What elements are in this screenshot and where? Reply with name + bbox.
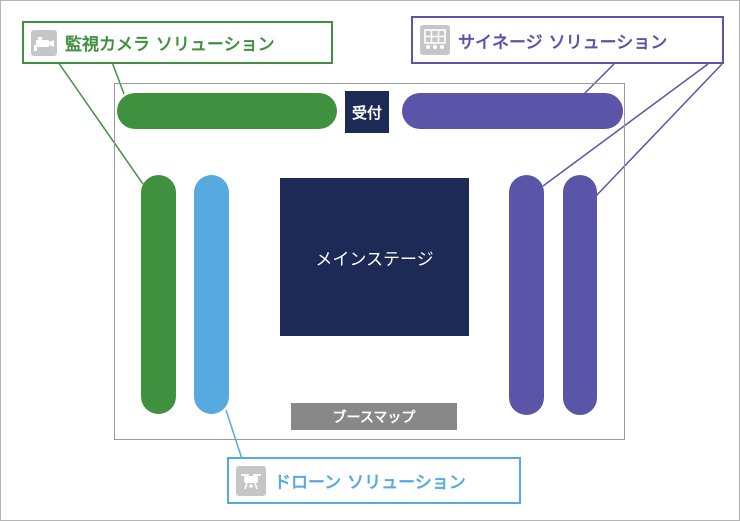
- signage-zone-right-outer: [563, 175, 597, 415]
- camera-zone-top: [117, 93, 337, 129]
- reception-box: 受付: [345, 91, 389, 133]
- main-stage-label: メインステージ: [315, 249, 434, 270]
- booth-map-label: ブースマップ: [332, 409, 416, 426]
- drone-zone: [194, 175, 229, 414]
- drone-icon: [236, 465, 266, 496]
- camera-solution-callout: 監視カメラ ソリューション: [22, 21, 333, 64]
- signage-zone-right-inner: [509, 175, 544, 415]
- booth-map: ブースマップ: [291, 403, 457, 430]
- reception-label: 受付: [351, 103, 382, 122]
- main-stage: メインステージ: [280, 178, 469, 336]
- camera-icon: [31, 29, 57, 56]
- signage-icon: [420, 25, 450, 55]
- camera-zone-left: [141, 175, 176, 414]
- signage-solution-callout: サイネージ ソリューション: [411, 16, 724, 64]
- drone-solution-callout: ドローン ソリューション: [227, 457, 521, 504]
- camera-solution-label: 監視カメラ ソリューション: [65, 35, 275, 55]
- drone-solution-label: ドローン ソリューション: [274, 473, 466, 493]
- venue-floor-plan: [114, 83, 625, 440]
- signage-solution-label: サイネージ ソリューション: [458, 32, 668, 53]
- signage-zone-top: [402, 93, 623, 129]
